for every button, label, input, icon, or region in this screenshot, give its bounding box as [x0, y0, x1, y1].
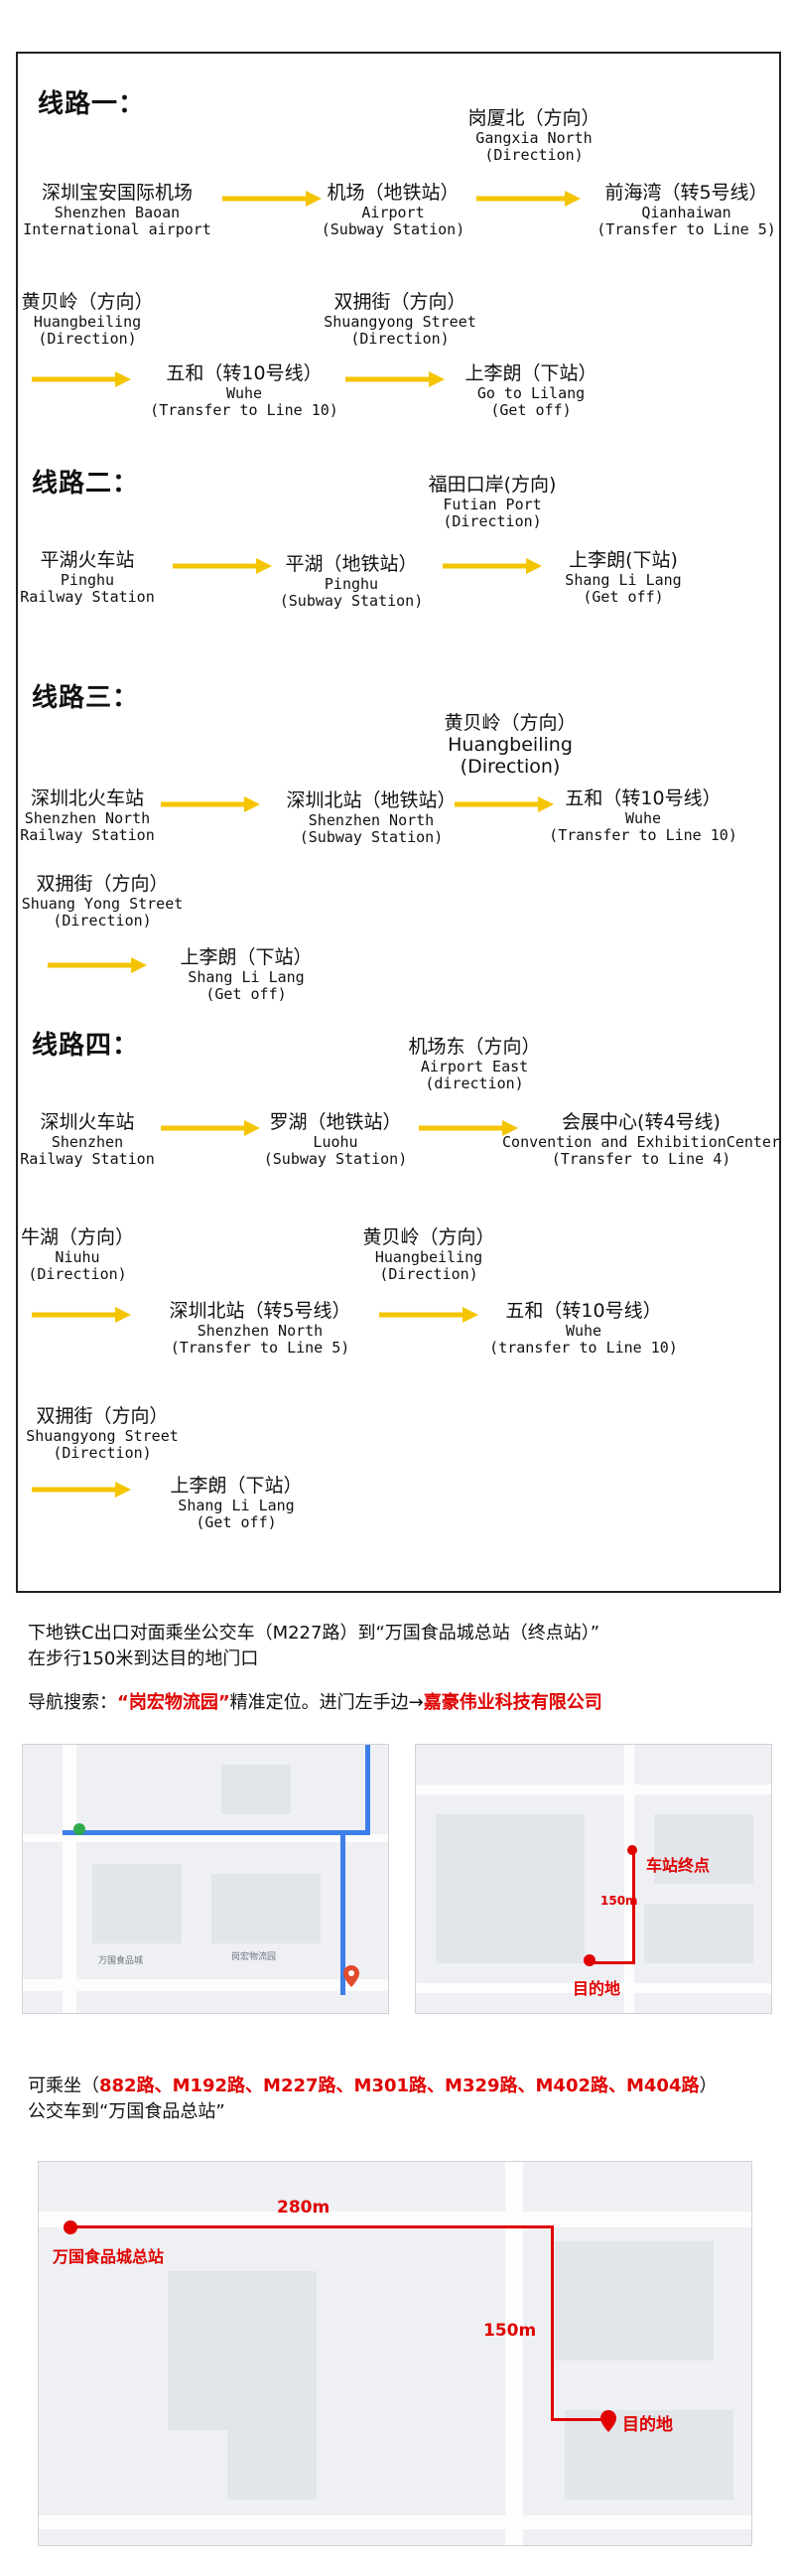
route-arrow — [32, 369, 131, 389]
route-4-node-4: 牛湖（方向） Niuhu (Direction) — [20, 1226, 134, 1284]
map3-destination-label: 目的地 — [622, 2415, 673, 2435]
route-4-node-2: 机场东（方向） Airport East (direction) — [408, 1036, 541, 1093]
bus-routes-line: 可乘坐（882路、M192路、M227路、M301路、M329路、M402路、M… — [28, 2072, 717, 2097]
route-2-node-0: 平湖火车站 Pinghu Railway Station — [20, 549, 155, 607]
nav-company-name: 嘉豪伟业科技有限公司 — [423, 1692, 602, 1713]
route-1-node-5: 五和（转10号线） Wuhe (Transfer to Line 10) — [150, 362, 338, 420]
route-1-node-7: 上李朗（下站） Go to Lilang (Get off) — [464, 362, 597, 420]
instruction-bus-line: 下地铁C出口对面乘坐公交车（M227路）到“万国食品城总站（终点站）” — [28, 1623, 600, 1644]
route-1-node-4: 黄贝岭（方向） Huangbeiling (Direction) — [21, 291, 154, 349]
route-4-node-5: 深圳北站（转5号线） Shenzhen North (Transfer to L… — [169, 1300, 351, 1358]
route-arrow — [48, 955, 147, 975]
nav-place-name: “岗宏物流园” — [117, 1692, 230, 1713]
destination-dot-icon — [584, 1954, 596, 1966]
walking-route-map[interactable]: 万国食品城总站 280m 150m 目的地 — [38, 2161, 752, 2546]
route-4-node-0: 深圳火车站 Shenzhen Railway Station — [20, 1111, 155, 1169]
route-4-node-6: 黄贝岭（方向） Huangbeiling (Direction) — [362, 1226, 495, 1284]
route-map-overview[interactable]: 万国食品城 岗宏物流园 — [22, 1744, 389, 2014]
route-arrow — [419, 1118, 518, 1138]
map3-station-label: 万国食品城总站 — [53, 2247, 165, 2266]
route-3-node-4: 双拥街（方向） Shuang Yong Street (Direction) — [21, 873, 184, 930]
route-arrow — [161, 794, 260, 814]
route-2-node-1: 平湖（地铁站） Pinghu (Subway Station) — [279, 553, 424, 611]
map3-horizontal-distance: 280m — [277, 2198, 331, 2218]
route-arrow — [443, 556, 542, 576]
navigation-search-line: 导航搜索：“岗宏物流园”精准定位。进门左手边→嘉豪伟业科技有限公司 — [28, 1688, 602, 1714]
map2-destination-label: 目的地 — [573, 1979, 621, 1998]
route-1-node-1: 机场（地铁站） Airport (Subway Station) — [321, 182, 465, 239]
route-2-node-3: 上李朗(下站) Shang Li Lang (Get off) — [565, 549, 682, 607]
map3-vertical-distance: 150m — [483, 2321, 537, 2341]
route-1-node-2: 岗厦北（方向） Gangxia North (Direction) — [467, 107, 600, 165]
route-guide-frame: 线路一： 深圳宝安国际机场 Shenzhen Baoan Internation… — [16, 52, 781, 1593]
route-2-title: 线路二： — [32, 469, 140, 499]
route-arrow — [476, 189, 581, 209]
nav-middle: 精准定位。进门左手边→ — [229, 1692, 424, 1713]
route-1-node-6: 双拥街（方向） Shuangyong Street (Direction) — [324, 291, 476, 349]
bus-station-dot-icon — [64, 2220, 77, 2234]
instruction-walk-line: 在步行150米到达目的地门口 — [28, 1648, 259, 1669]
route-map-zoomed[interactable]: 车站终点 150m 目的地 — [415, 1744, 772, 2014]
route-1-title: 线路一： — [38, 89, 146, 119]
route-arrow — [222, 189, 322, 209]
route-4-node-3: 会展中心(转4号线) Convention and ExhibitionCent… — [502, 1111, 780, 1169]
route-4-node-9: 上李朗（下站） Shang Li Lang (Get off) — [170, 1475, 303, 1532]
route-1-node-0: 深圳宝安国际机场 Shenzhen Baoan International ai… — [23, 182, 211, 239]
map2-station-label: 车站终点 — [646, 1856, 711, 1875]
route-arrow — [379, 1305, 478, 1325]
route-3-node-0: 深圳北火车站 Shenzhen North Railway Station — [20, 787, 155, 845]
route-2-node-2: 福田口岸(方向) Futian Port (Direction) — [428, 474, 557, 531]
route-arrow — [173, 556, 272, 576]
route-4-node-7: 五和（转10号线） Wuhe (transfer to Line 10) — [489, 1300, 678, 1358]
route-3-node-5: 上李朗（下站） Shang Li Lang (Get off) — [180, 946, 313, 1004]
route-arrow — [32, 1305, 131, 1325]
route-4-node-1: 罗湖（地铁站） Luohu (Subway Station) — [263, 1111, 408, 1169]
destination-pin-icon — [343, 1965, 359, 1987]
nav-prefix: 导航搜索： — [28, 1692, 117, 1713]
route-1-node-3: 前海湾（转5号线） Qianhaiwan (Transfer to Line 5… — [596, 182, 776, 239]
route-arrow — [455, 794, 554, 814]
route-3-node-3: 五和（转10号线） Wuhe (Transfer to Line 10) — [549, 787, 737, 845]
bus-prefix: 可乘坐（ — [28, 2075, 99, 2096]
start-marker-icon — [73, 1823, 85, 1835]
map2-distance-label: 150m — [600, 1894, 638, 1908]
route-arrow — [345, 369, 445, 389]
route-3-node-2: 黄贝岭（方向） Huangbeiling (Direction) — [444, 712, 577, 778]
bus-route-list: 882路、M192路、M227路、M301路、M329路、M402路、M404路 — [99, 2075, 700, 2096]
route-arrow — [32, 1480, 131, 1500]
route-4-title: 线路四： — [32, 1031, 140, 1061]
destination-pin-icon — [600, 2410, 616, 2432]
bus-terminal-dot-icon — [627, 1845, 637, 1855]
route-3-title: 线路三： — [32, 683, 140, 713]
route-arrow — [161, 1118, 260, 1138]
bus-destination-line: 公交车到“万国食品总站” — [28, 2101, 225, 2122]
route-4-node-8: 双拥街（方向） Shuangyong Street (Direction) — [26, 1405, 179, 1463]
bus-suffix: ） — [699, 2075, 718, 2096]
route-3-node-1: 深圳北站（地铁站） Shenzhen North (Subway Station… — [286, 789, 457, 847]
